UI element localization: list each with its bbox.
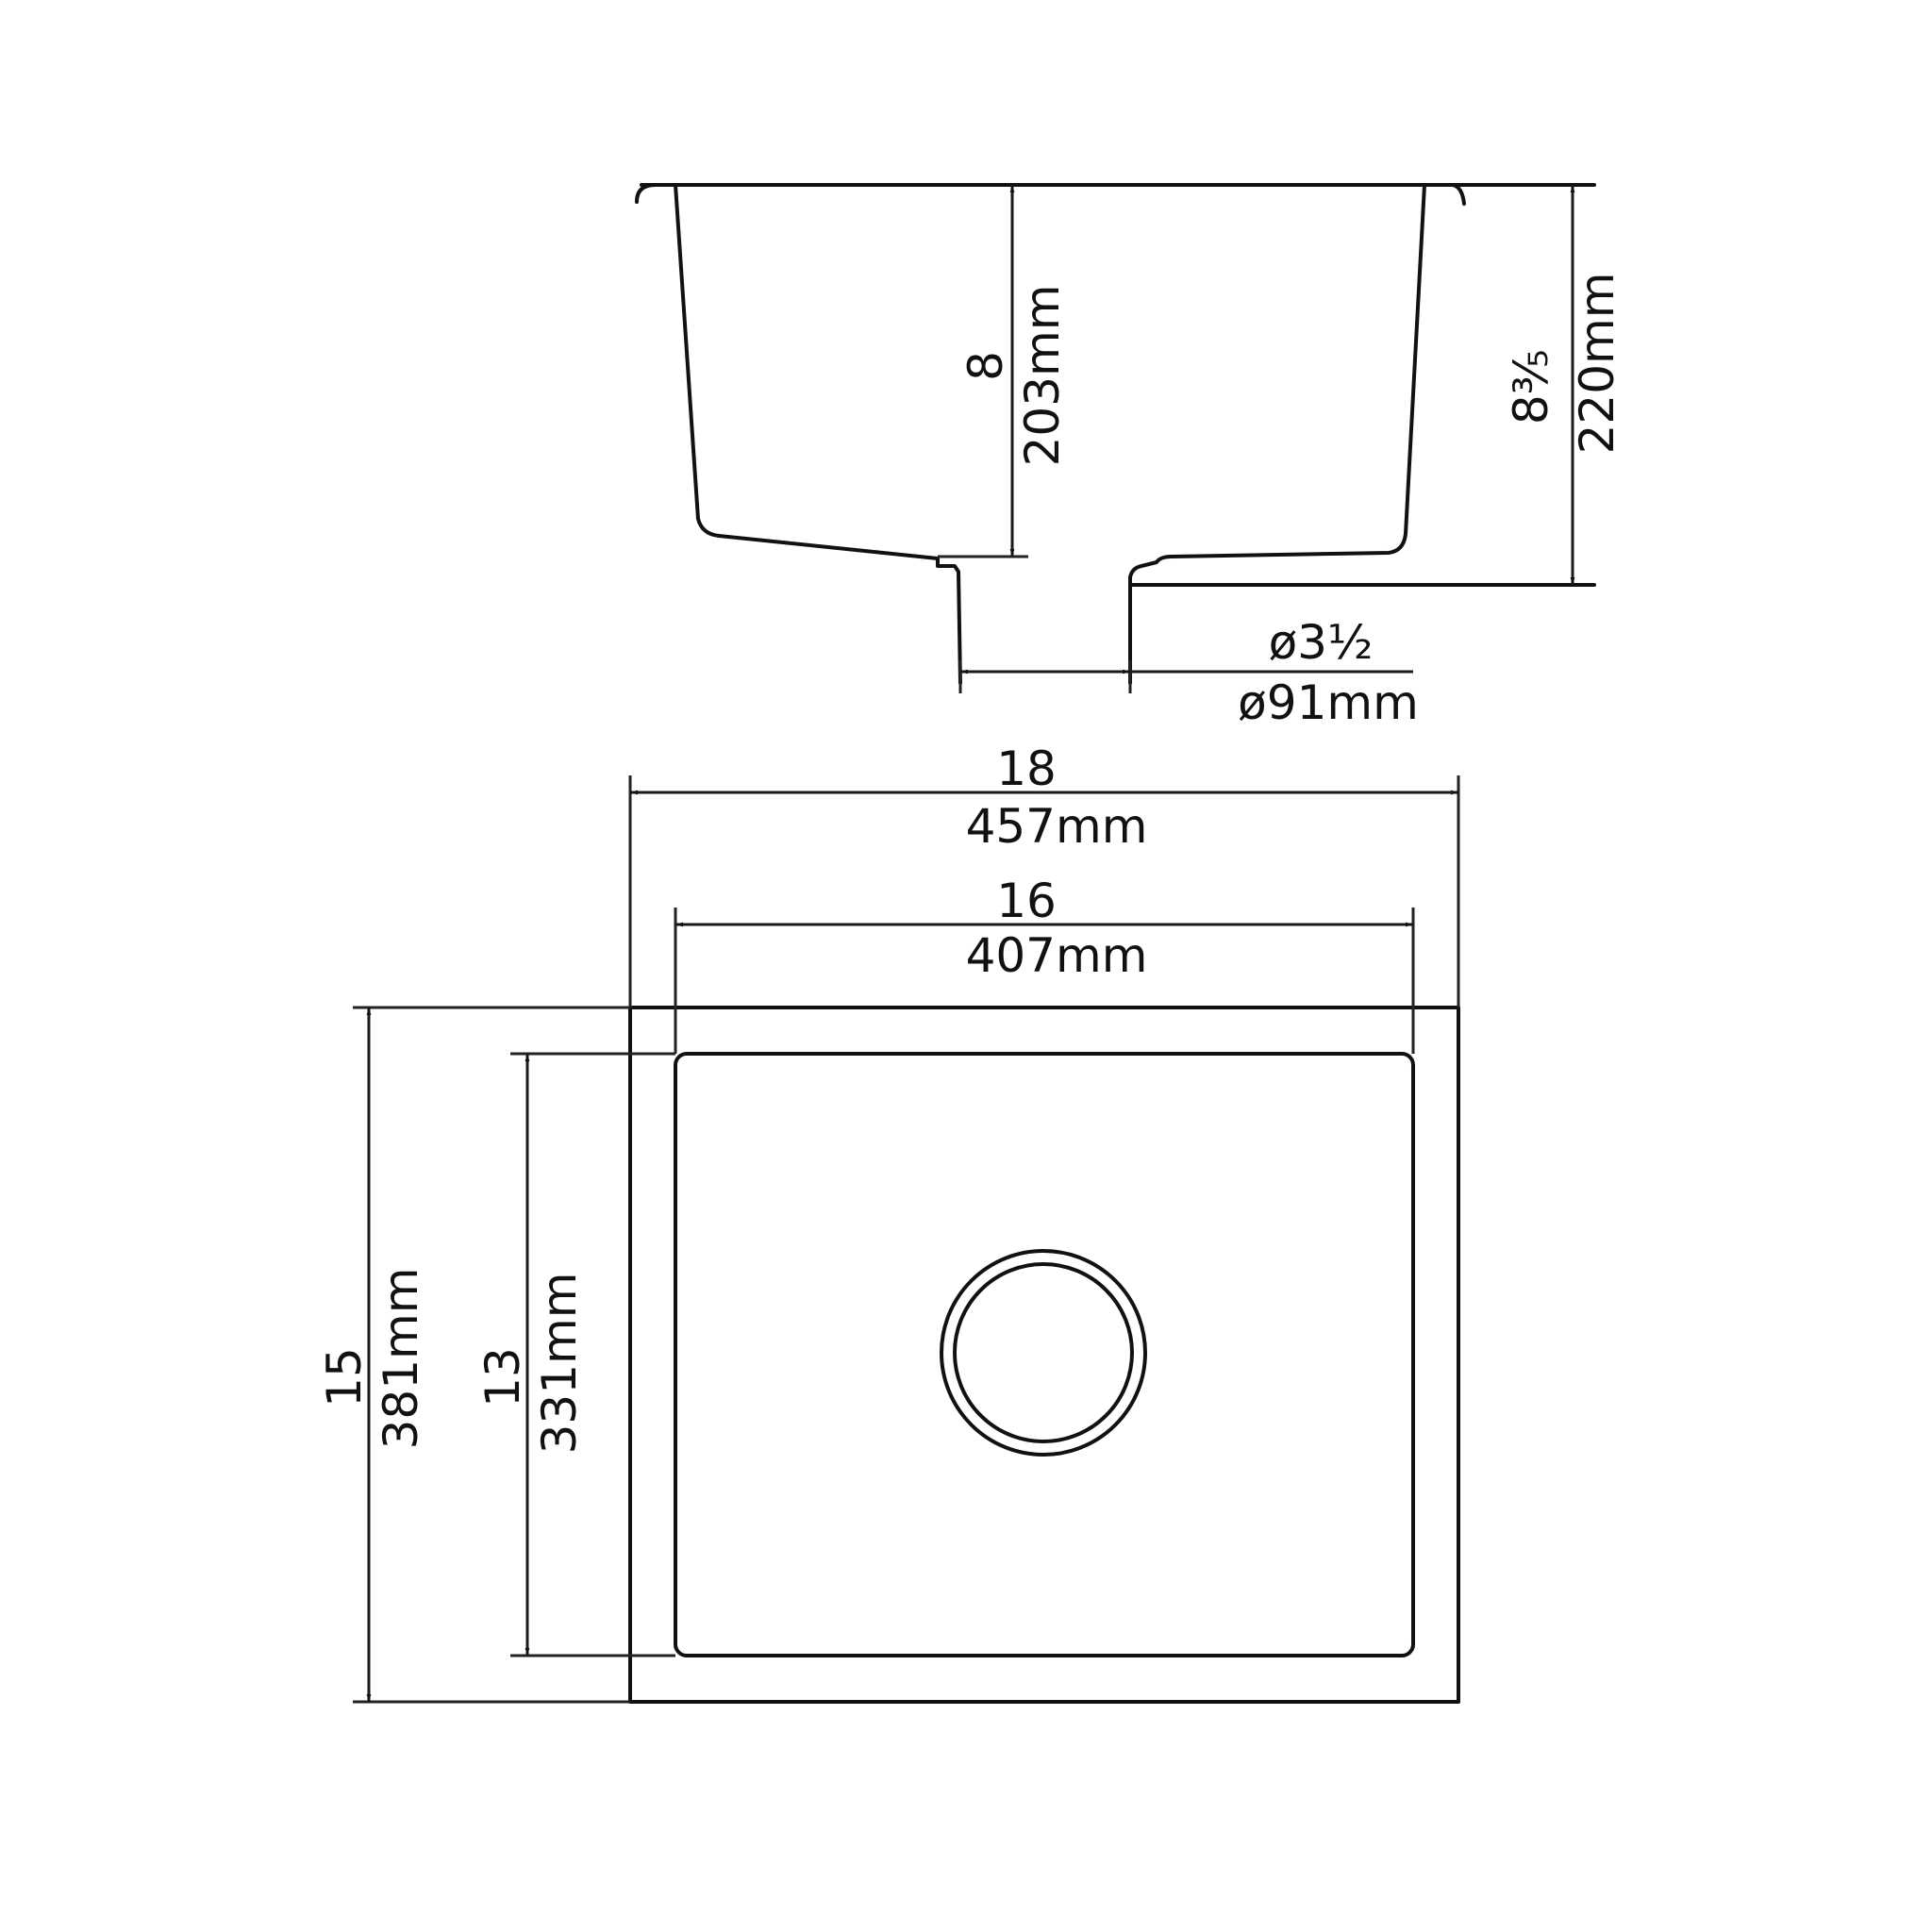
bowl-width-imperial: 16 bbox=[996, 874, 1057, 928]
bowl-depth-metric: 203mm bbox=[1015, 285, 1070, 467]
drain-outer-circle bbox=[940, 1249, 1147, 1457]
side-section-view: 8 203mm 8⅗ 220mm ø3½ ø91mm bbox=[635, 183, 1624, 730]
plan-view: 18 457mm 16 407mm 15 381mm 13 331mm bbox=[317, 741, 1460, 1704]
bowl-length-metric: 331mm bbox=[532, 1273, 587, 1455]
overall-width-imperial: 18 bbox=[996, 741, 1057, 796]
inner-bowl-outline bbox=[674, 1052, 1415, 1657]
bowl-depth-imperial: 8 bbox=[958, 351, 1013, 381]
drain-diameter-metric: ø91mm bbox=[1238, 675, 1419, 730]
bowl-length-imperial: 13 bbox=[475, 1347, 530, 1407]
overall-depth-metric: 220mm bbox=[1570, 273, 1624, 455]
bowl-profile bbox=[674, 183, 1426, 685]
right-flange bbox=[1418, 183, 1466, 206]
overall-depth-imperial: 8⅗ bbox=[1504, 349, 1558, 425]
overall-length-metric: 381mm bbox=[374, 1268, 428, 1450]
overall-width-metric: 457mm bbox=[966, 799, 1148, 854]
outer-outline bbox=[628, 1006, 1460, 1704]
drain-diameter-imperial: ø3½ bbox=[1269, 615, 1374, 670]
drain-inner-circle bbox=[953, 1262, 1134, 1443]
overall-length-imperial: 15 bbox=[317, 1347, 372, 1407]
bowl-width-metric: 407mm bbox=[966, 928, 1148, 983]
left-flange bbox=[635, 183, 677, 204]
